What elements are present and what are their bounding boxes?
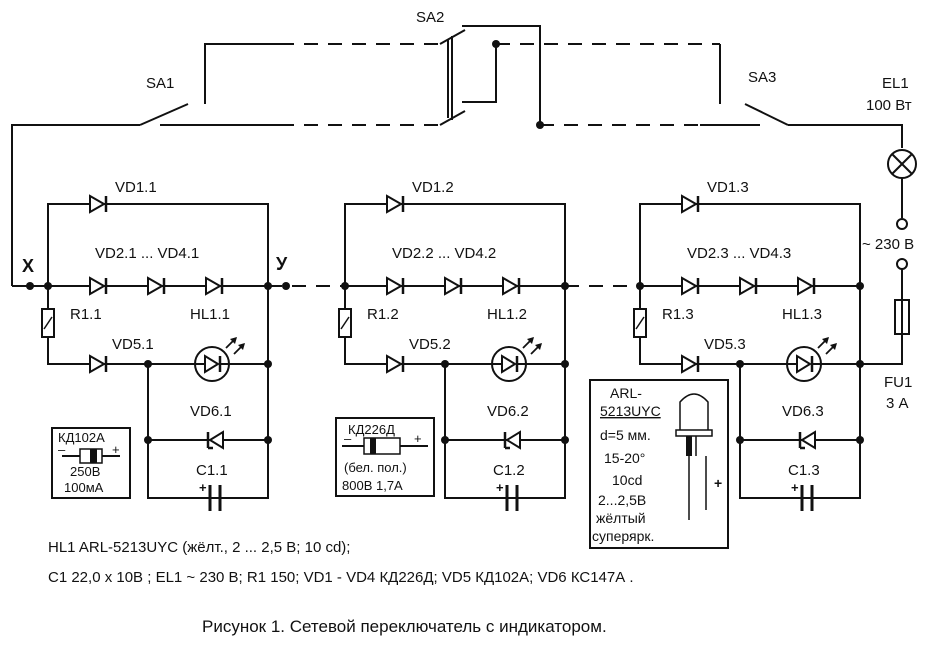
resistor-r1-3 xyxy=(633,308,647,338)
svg-text:10cd: 10cd xyxy=(612,472,642,488)
zener-vd6-1 xyxy=(206,430,225,450)
vd5-label-2: VD5.2 xyxy=(409,336,451,353)
diode-vd4-1 xyxy=(204,276,224,296)
diode-vd1-1 xyxy=(88,194,108,214)
resistor-r1-2 xyxy=(338,308,352,338)
vd6-label-2: VD6.2 xyxy=(487,403,529,420)
svg-text:100мА: 100мА xyxy=(64,480,104,495)
svg-text:(бел. пол.): (бел. пол.) xyxy=(344,460,407,475)
diode-vd4-3 xyxy=(796,276,816,296)
switch-wiring xyxy=(11,25,903,286)
capacitor-c1-1 xyxy=(197,478,222,513)
mains-label: ~ 230 В xyxy=(862,236,914,253)
svg-text:ARL-: ARL- xyxy=(610,385,642,401)
hl1-label-1: HL1.1 xyxy=(190,306,230,323)
svg-text:КД102А: КД102А xyxy=(58,430,105,445)
svg-text:КД226Д: КД226Д xyxy=(348,422,395,437)
kd102-box: КД102А – + 250В 100мА xyxy=(51,427,131,499)
vd5-label-3: VD5.3 xyxy=(704,336,746,353)
hl1-label-3: HL1.3 xyxy=(782,306,822,323)
vd2-vd4-label-3: VD2.3 ... VD4.3 xyxy=(687,245,791,262)
vd1-label-3: VD1.3 xyxy=(707,179,749,196)
svg-text:–: – xyxy=(344,431,352,446)
svg-text:суперярк.: суперярк. xyxy=(592,528,654,544)
led-hl1-3 xyxy=(785,335,839,383)
svg-text:+: + xyxy=(714,475,722,491)
figure-caption: Рисунок 1. Сетевой переключатель с индик… xyxy=(202,617,607,636)
zener-vd6-3 xyxy=(798,430,817,450)
svg-text:250В: 250В xyxy=(70,464,100,479)
sa3-label: SA3 xyxy=(748,69,776,86)
main-bus xyxy=(12,282,860,290)
svg-text:+: + xyxy=(414,431,422,446)
capacitor-c1-2 xyxy=(494,478,519,513)
node-x-label: Х xyxy=(22,256,34,276)
vd2-vd4-label-2: VD2.2 ... VD4.2 xyxy=(392,245,496,262)
r1-label-1: R1.1 xyxy=(70,306,102,323)
sa1-label: SA1 xyxy=(146,75,174,92)
svg-text:+: + xyxy=(112,442,120,457)
led-hl1-1 xyxy=(193,335,247,383)
diode-vd1-3 xyxy=(680,194,700,214)
c1-label-3: C1.3 xyxy=(788,462,820,479)
resistor-r1-1 xyxy=(41,308,55,338)
vd1-label-2: VD1.2 xyxy=(412,179,454,196)
lamp-el1 xyxy=(887,149,917,300)
vd1-label-1: VD1.1 xyxy=(115,179,157,196)
svg-text:–: – xyxy=(58,442,66,457)
diode-vd2-3 xyxy=(680,276,700,296)
diode-vd5-1 xyxy=(88,354,108,374)
diode-vd2-1 xyxy=(88,276,108,296)
capacitor-c1-3 xyxy=(789,478,814,513)
svg-text:жёлтый: жёлтый xyxy=(596,510,646,526)
diode-vd5-2 xyxy=(385,354,405,374)
diode-vd3-1 xyxy=(146,276,166,296)
vd5-label-1: VD5.1 xyxy=(112,336,154,353)
fu1-label: FU1 xyxy=(884,374,912,391)
r1-label-3: R1.3 xyxy=(662,306,694,323)
diode-vd3-2 xyxy=(443,276,463,296)
c1-label-1: C1.1 xyxy=(196,462,228,479)
node-y-label: У xyxy=(276,254,288,274)
vd2-vd4-label-1: VD2.1 ... VD4.1 xyxy=(95,245,199,262)
diode-vd3-3 xyxy=(738,276,758,296)
svg-text:15-20°: 15-20° xyxy=(604,450,645,466)
r1-label-2: R1.2 xyxy=(367,306,399,323)
led-hl1-2 xyxy=(490,335,544,383)
c1-label-2: C1.2 xyxy=(493,462,525,479)
diode-vd4-2 xyxy=(501,276,521,296)
vd6-label-1: VD6.1 xyxy=(190,403,232,420)
el1-power-label: 100 Вт xyxy=(866,97,912,114)
fu1-rating-label: 3 А xyxy=(886,395,909,412)
note-line-1: HL1 ARL-5213UYC (жёлт., 2 ... 2,5 В; 10 … xyxy=(48,539,350,556)
diode-vd2-2 xyxy=(385,276,405,296)
note-line-2: C1 22,0 х 10В ; EL1 ~ 230 В; R1 150; VD1… xyxy=(48,569,634,586)
kd226-box: КД226Д – + (бел. пол.) 800В 1,7А xyxy=(335,417,435,497)
diode-vd1-2 xyxy=(385,194,405,214)
svg-text:2...2,5В: 2...2,5В xyxy=(598,492,646,508)
diode-vd5-3 xyxy=(680,354,700,374)
vd6-label-3: VD6.3 xyxy=(782,403,824,420)
sa2-label: SA2 xyxy=(416,9,444,26)
fuse-fu1 xyxy=(860,299,910,365)
arl-box: ARL- 5213UYC d=5 мм. 15-20° 10cd 2...2,5… xyxy=(589,379,729,549)
el1-label: EL1 xyxy=(882,75,909,92)
svg-text:5213UYC: 5213UYC xyxy=(600,403,661,419)
svg-text:d=5 мм.: d=5 мм. xyxy=(600,427,651,443)
hl1-label-2: HL1.2 xyxy=(487,306,527,323)
zener-vd6-2 xyxy=(503,430,522,450)
svg-text:800В 1,7А: 800В 1,7А xyxy=(342,478,403,493)
